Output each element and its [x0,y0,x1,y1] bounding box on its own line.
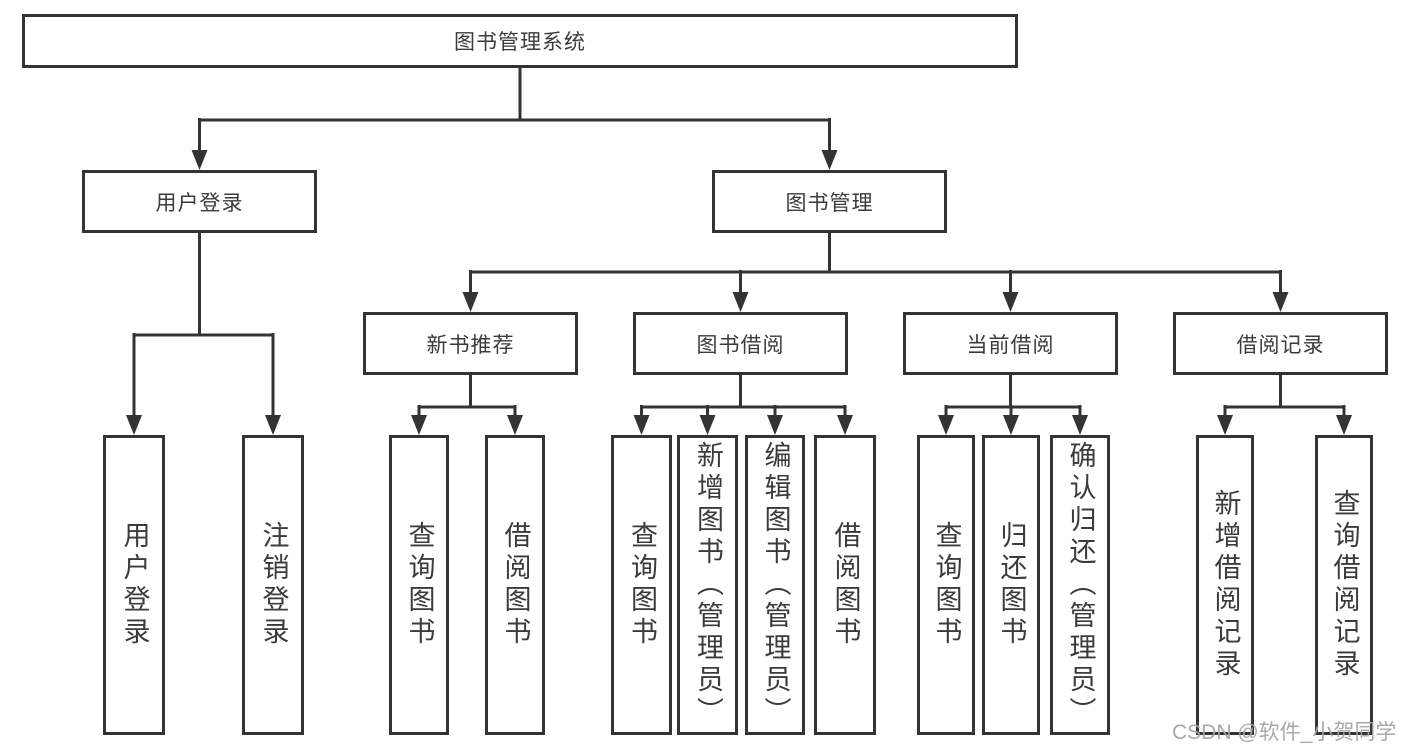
node-current-borrowing: 当前借阅 [903,312,1118,375]
node-borrowing-records: 借阅记录 [1173,312,1388,375]
leaf-user-login-label: 用户登录 [119,521,150,649]
leaf-current-confirm-return-admin: 确认归还（管理员） [1050,435,1110,735]
connector-records-children [1217,375,1352,435]
leaf-records-add-record-label: 新增借阅记录 [1210,489,1241,681]
node-new-book-recommend: 新书推荐 [363,312,578,375]
connector-book-mgmt-sections [462,233,1289,312]
leaf-newbook-borrow-books: 借阅图书 [485,435,545,735]
leaf-newbook-query-books-label: 查询图书 [404,521,435,649]
connector-user-login-children [126,233,281,435]
leaf-borrow-add-books-admin-label: 新增图书（管理员） [693,441,723,729]
node-user-login: 用户登录 [82,170,317,233]
leaf-logout-label: 注销登录 [258,521,289,649]
node-new-book-recommend-label: 新书推荐 [426,333,515,357]
leaf-records-add-record: 新增借阅记录 [1196,435,1254,735]
leaf-borrow-query-books-label: 查询图书 [627,521,657,649]
leaf-borrow-edit-books-admin-label: 编辑图书（管理员） [760,441,791,729]
leaf-current-return-books: 归还图书 [982,435,1040,735]
leaf-current-query-books-label: 查询图书 [931,521,962,649]
leaf-records-query-record: 查询借阅记录 [1315,435,1373,735]
leaf-borrow-borrow-books-label: 借阅图书 [830,521,861,649]
leaf-current-return-books-label: 归还图书 [996,521,1027,649]
node-root-system: 图书管理系统 [22,14,1018,68]
connector-newbook-children [411,375,523,435]
node-book-borrowing-label: 图书借阅 [696,333,785,357]
node-book-borrowing: 图书借阅 [633,312,848,375]
leaf-current-query-books: 查询图书 [917,435,975,735]
leaf-borrow-add-books-admin: 新增图书（管理员） [677,435,738,735]
node-book-management-label: 图书管理 [785,191,874,215]
leaf-records-query-record-label: 查询借阅记录 [1329,489,1360,681]
node-book-management: 图书管理 [712,170,947,233]
connector-root-to-level2 [191,68,838,170]
leaf-newbook-query-books: 查询图书 [389,435,449,735]
leaf-borrow-borrow-books: 借阅图书 [814,435,876,735]
leaf-logout: 注销登录 [242,435,304,735]
leaf-user-login: 用户登录 [103,435,165,735]
connector-current-children [938,375,1088,435]
leaf-borrow-edit-books-admin: 编辑图书（管理员） [745,435,805,735]
leaf-borrow-query-books: 查询图书 [611,435,672,735]
node-root-label: 图书管理系统 [454,31,586,54]
node-borrowing-records-label: 借阅记录 [1236,333,1325,357]
leaf-current-confirm-return-admin-label: 确认归还（管理员） [1065,441,1096,729]
node-user-login-label: 用户登录 [155,191,244,215]
leaf-newbook-borrow-books-label: 借阅图书 [500,521,531,649]
node-current-borrowing-label: 当前借阅 [966,333,1055,357]
csdn-watermark: CSDN @软件_小贺同学 [1172,721,1397,744]
connector-borrow-children [633,375,853,435]
